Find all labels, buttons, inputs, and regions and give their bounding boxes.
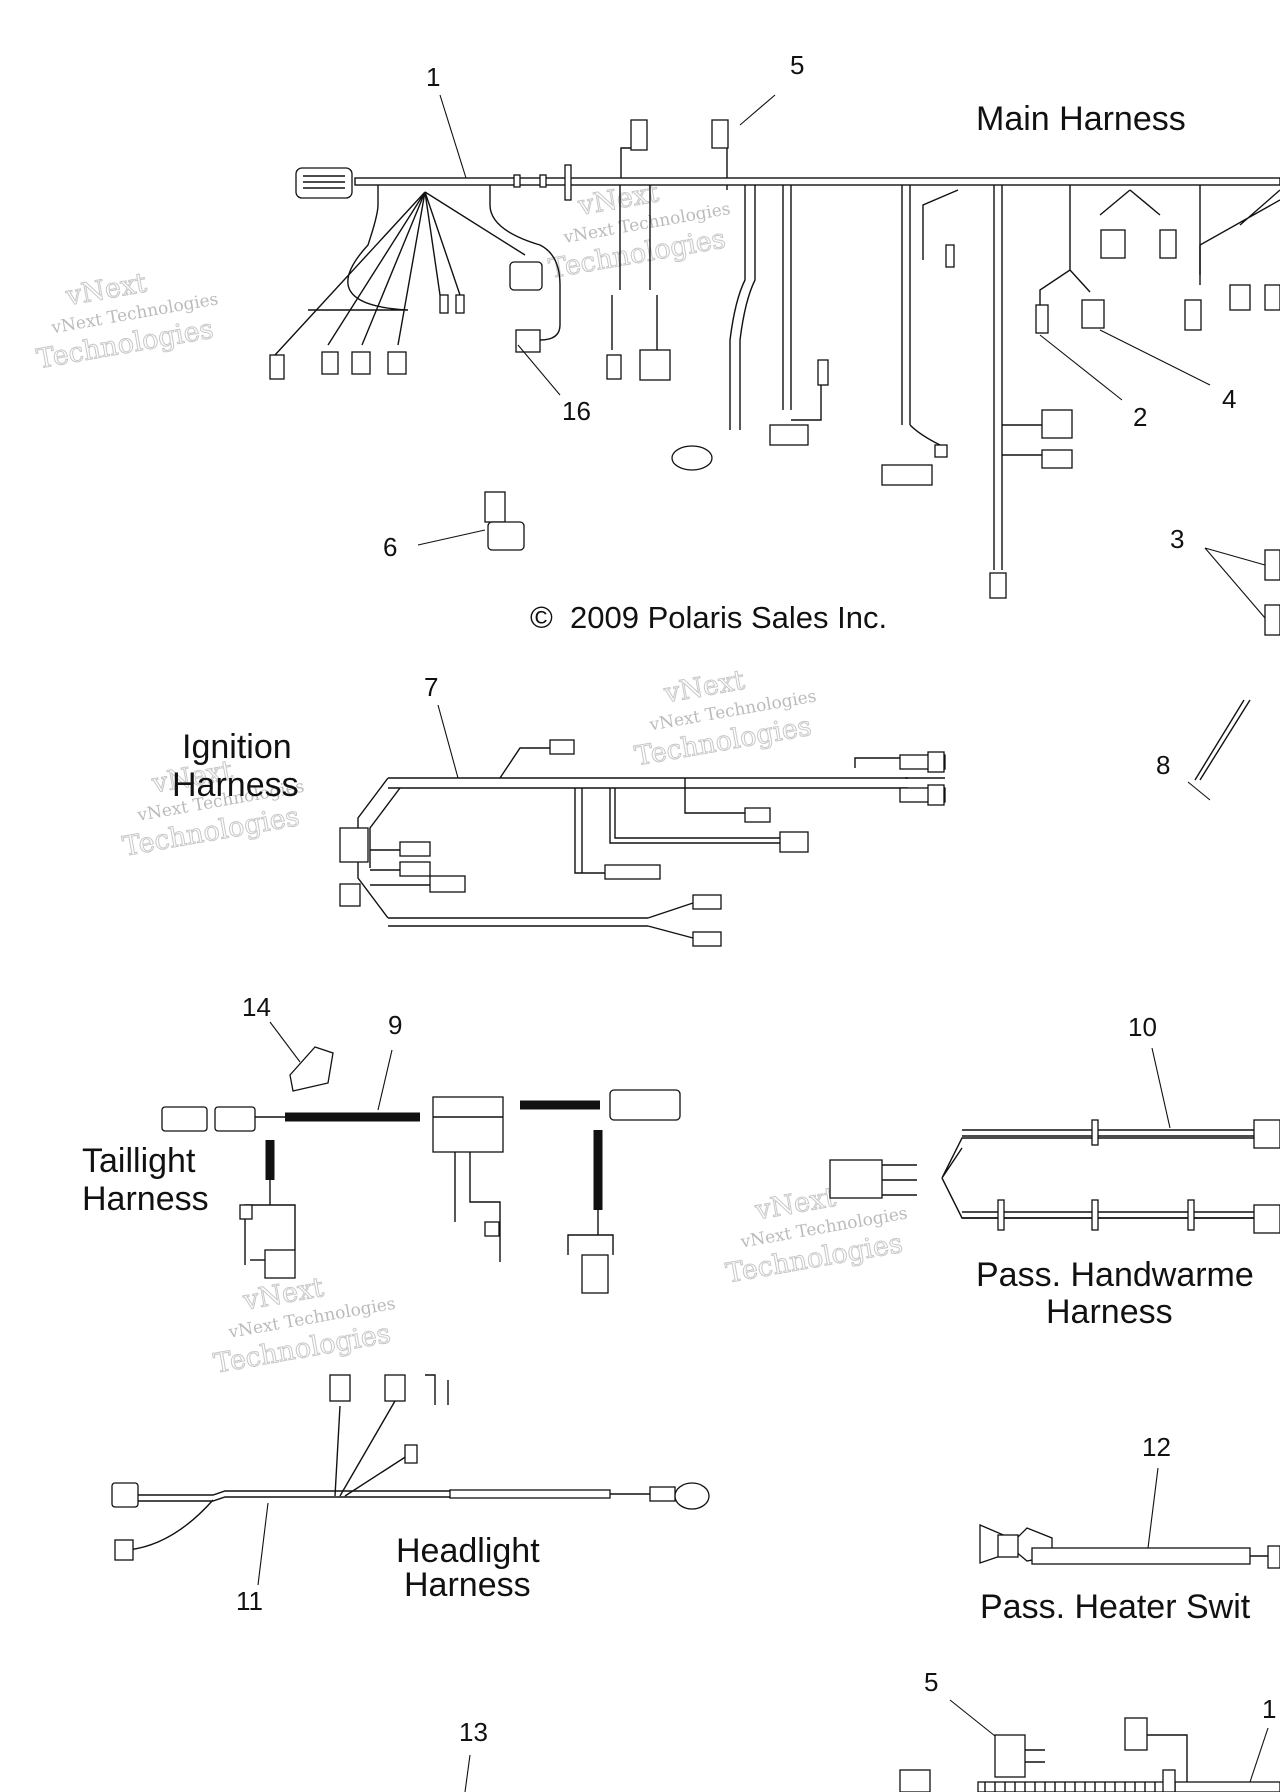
callout-10: 10 xyxy=(1128,1012,1157,1042)
ignition-title-line1: Ignition xyxy=(182,728,292,766)
svg-text:2009 Polaris Sales Inc.: 2009 Polaris Sales Inc. xyxy=(570,600,887,635)
clip-14-icon xyxy=(289,1046,334,1092)
callout-3: 3 xyxy=(1170,524,1184,554)
taillight-harness: Taillight Harness 14 9 xyxy=(82,992,681,1294)
callout-6: 6 xyxy=(383,532,397,562)
pass-handwarmer-harness: 10 Pass. Handwarme Harness xyxy=(829,1012,1280,1331)
copyright: © 2009 Polaris Sales Inc. xyxy=(530,600,887,635)
callout-5b: 5 xyxy=(924,1667,938,1697)
callout-8: 8 xyxy=(1156,750,1170,780)
callout-1: 1 xyxy=(426,62,440,92)
taillight-title-line1: Taillight xyxy=(82,1142,196,1180)
callout-9: 9 xyxy=(388,1010,402,1040)
pass-heater-switch: 12 Pass. Heater Swit xyxy=(979,1432,1280,1626)
callout-16: 16 xyxy=(562,396,591,426)
headlight-title-line2: Harness xyxy=(404,1566,531,1604)
ignition-title-line2: Harness xyxy=(172,766,299,804)
handwarmer-title-line1: Pass. Handwarme xyxy=(976,1256,1254,1294)
callout-13: 13 xyxy=(459,1717,488,1747)
main-harness: Main Harness xyxy=(269,50,1280,636)
main-connector-icon xyxy=(295,167,353,199)
connector-5-icon xyxy=(711,119,729,149)
connector-6-icon xyxy=(487,521,525,551)
connector-16-icon xyxy=(515,329,541,353)
bottom-row: 13 5 1 xyxy=(459,1667,1280,1792)
svg-text:©: © xyxy=(530,600,553,635)
ignition-harness: Ignition Harness 7 8 xyxy=(172,672,1251,947)
callout-14: 14 xyxy=(242,992,271,1022)
headlight-title-line1: Headlight xyxy=(396,1532,540,1570)
callout-4: 4 xyxy=(1222,384,1236,414)
callout-2: 2 xyxy=(1133,402,1147,432)
taillight-title-line2: Harness xyxy=(82,1180,209,1218)
heater-switch-title: Pass. Heater Swit xyxy=(980,1588,1251,1626)
callout-11: 11 xyxy=(236,1586,263,1616)
callout-5: 5 xyxy=(790,50,804,80)
callout-12: 12 xyxy=(1142,1432,1171,1462)
handwarmer-connector-icon xyxy=(829,1159,883,1199)
handwarmer-title-line2: Harness xyxy=(1046,1293,1173,1331)
callout-1b: 1 xyxy=(1262,1694,1276,1724)
headlight-harness: 11 Headlight Harness xyxy=(111,1374,710,1616)
callout-7: 7 xyxy=(424,672,438,702)
main-harness-title: Main Harness xyxy=(976,100,1186,138)
